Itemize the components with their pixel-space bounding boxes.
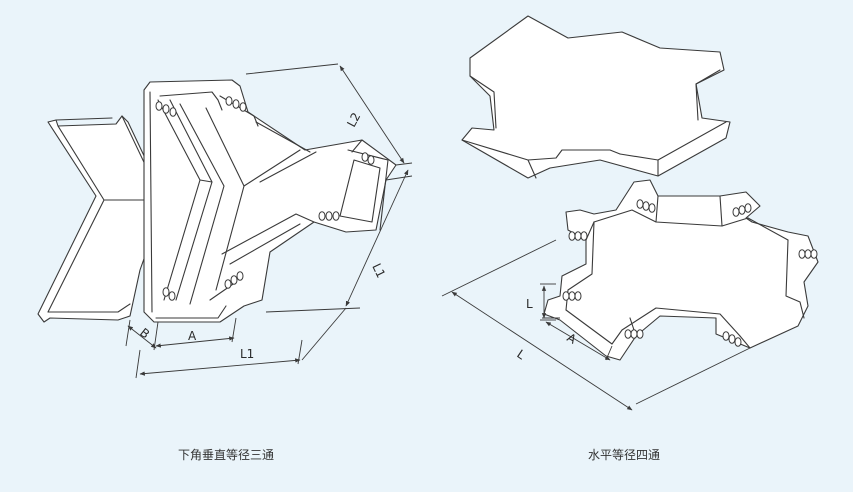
cross-tray-body <box>543 179 819 361</box>
dim-label-L-height: L <box>526 297 533 311</box>
cross-dimension-lines <box>441 239 751 411</box>
tee-dimension-lines <box>125 63 413 379</box>
left-figure-caption: 下角垂直等径三通 <box>178 448 275 462</box>
dim-label-L2: L2 <box>344 110 363 129</box>
dim-label-L-overall: L <box>514 347 528 363</box>
horizontal-cross-drawing: L A L <box>441 15 819 411</box>
dim-label-A-right: A <box>565 330 580 347</box>
vertical-tee-drawing: L2 L1 B A L1 <box>37 63 413 379</box>
cross-cover-plate <box>461 15 731 179</box>
dim-label-B: B <box>137 325 152 341</box>
dim-label-L1-bottom: L1 <box>240 347 254 361</box>
dim-label-A-left: A <box>188 329 197 343</box>
right-figure-caption: 水平等径四通 <box>588 448 661 462</box>
dim-label-L1-side: L1 <box>369 261 388 280</box>
